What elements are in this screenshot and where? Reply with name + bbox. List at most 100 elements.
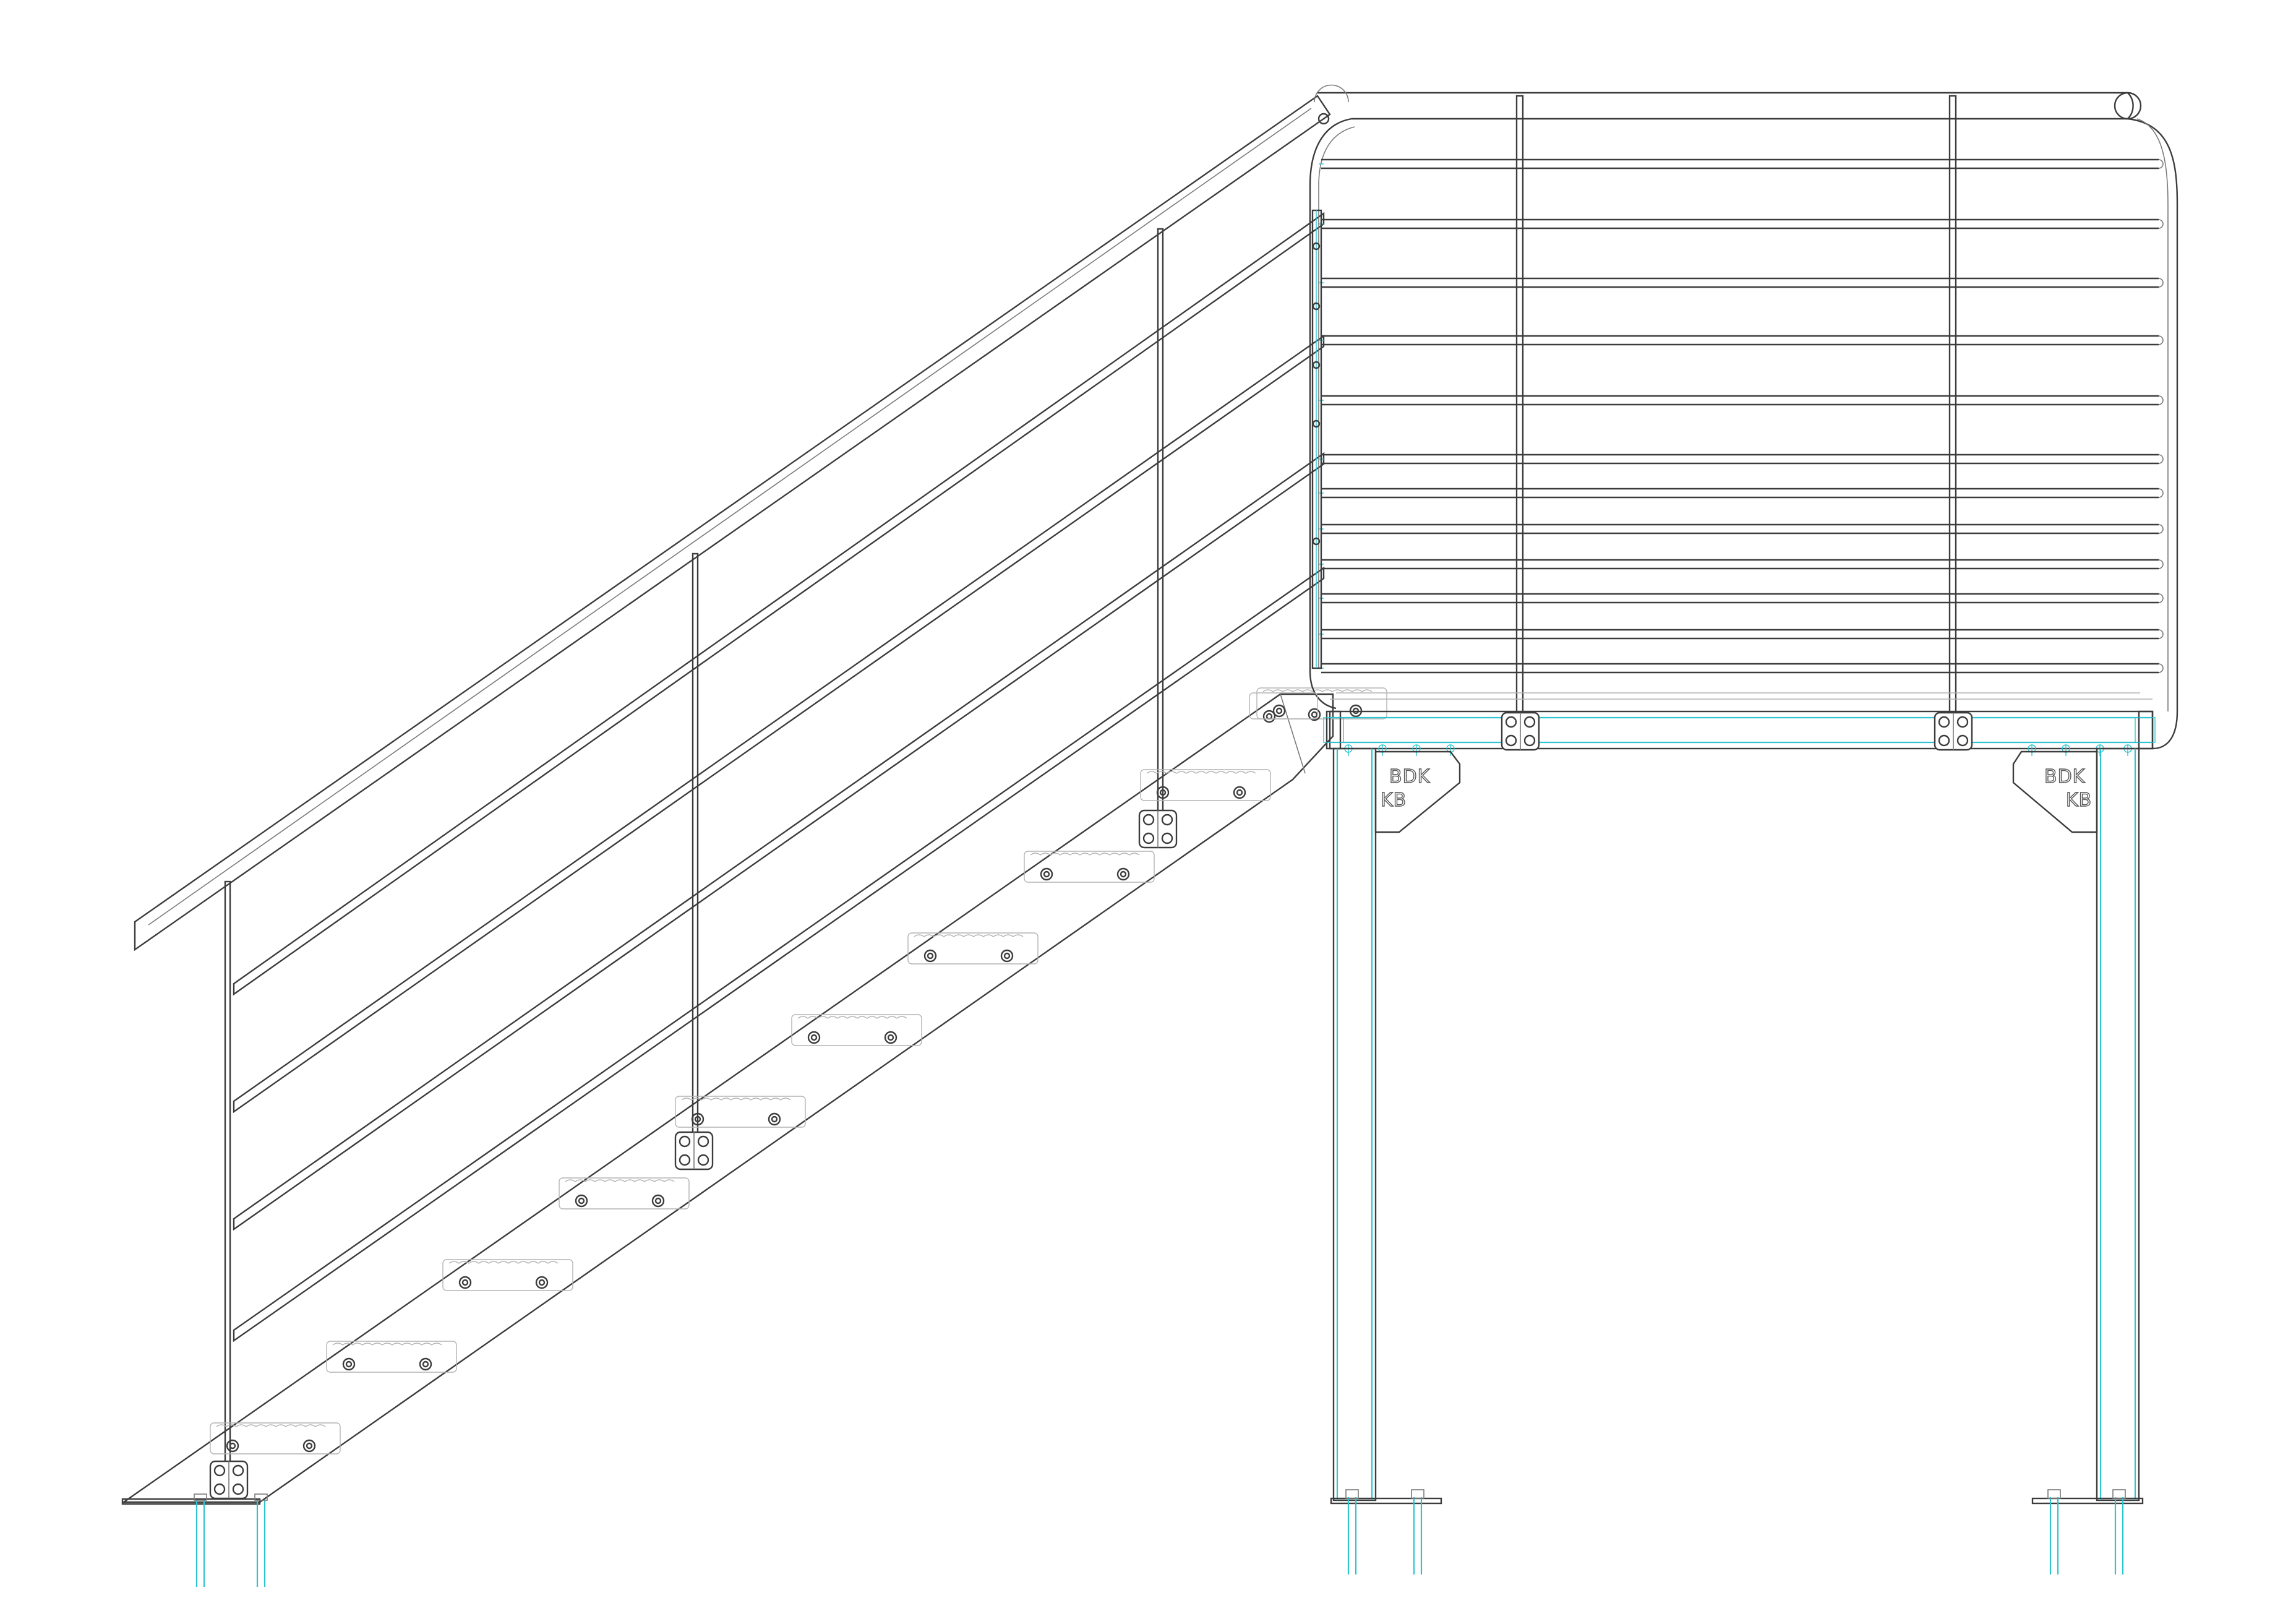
- tread-plate: [907, 932, 1039, 965]
- clamp-bolt: [1523, 716, 1536, 728]
- platform-base-plates: [1330, 1497, 2144, 1505]
- bolt-core: [345, 1360, 353, 1368]
- bar-end-cap: [2158, 488, 2164, 498]
- bolt: [1000, 949, 1014, 963]
- bolt-core: [1120, 870, 1127, 878]
- left-gusset-label-line2: KB: [1381, 789, 1407, 811]
- bolt: [419, 1357, 432, 1371]
- tread: [1140, 769, 1271, 801]
- clamp-bolt: [232, 1464, 244, 1477]
- bolt: [1156, 786, 1170, 799]
- bar-end-cap: [2158, 395, 2164, 405]
- platform-bar: [1319, 663, 2164, 674]
- bolt: [535, 1276, 549, 1289]
- stair-stringer: [121, 693, 1334, 1505]
- clamp-bolt: [1505, 716, 1517, 728]
- bolt: [1272, 704, 1286, 718]
- platform-bar: [1319, 335, 2164, 346]
- bolt-core: [1003, 952, 1011, 960]
- tread-plate: [442, 1259, 573, 1291]
- bar-end-cap: [2158, 278, 2164, 288]
- clamp-bolt: [1956, 716, 1969, 728]
- platform-bar: [1319, 158, 2164, 170]
- left-gusset: BDK KB: [1374, 750, 1461, 833]
- bolt: [807, 1031, 821, 1044]
- guard-end-bolts: [1312, 242, 1321, 546]
- bar-end-cap: [2158, 559, 2164, 569]
- clamp-bolt: [213, 1464, 226, 1477]
- bar-end-cap: [2158, 159, 2164, 169]
- bolt-core: [927, 952, 934, 960]
- bolt-core: [1043, 870, 1050, 878]
- platform-legs: [1332, 747, 2140, 1502]
- bolt: [1040, 867, 1053, 881]
- tread: [210, 1422, 341, 1454]
- bar-end-cap: [2158, 335, 2164, 345]
- right-gusset-label-line1: BDK: [2044, 766, 2086, 788]
- tread-grip: [565, 1179, 675, 1182]
- tread-grip: [448, 1261, 559, 1264]
- bolt-core: [461, 1279, 469, 1286]
- clamp-bolt: [1956, 734, 1969, 747]
- post-clamp: [1138, 809, 1178, 849]
- tread: [326, 1341, 457, 1373]
- tread-grip: [1146, 771, 1256, 774]
- bolt-core: [1236, 789, 1243, 796]
- bolt-core: [422, 1360, 429, 1368]
- bolt-core: [1159, 789, 1167, 796]
- bar-end-cap: [2158, 219, 2164, 229]
- platform-horizontal-bars: [1319, 158, 2164, 674]
- stair-posts: [224, 228, 1164, 1471]
- platform-bar: [1319, 488, 2164, 499]
- bolt-core: [306, 1442, 313, 1450]
- clamp-bolt: [1142, 832, 1155, 844]
- platform-guard-end-bar: [1311, 209, 1322, 669]
- bolt: [1116, 867, 1130, 881]
- tread: [675, 1096, 806, 1128]
- bar-end-cap: [2158, 663, 2164, 673]
- tread-plate: [1024, 851, 1155, 883]
- end-bolt: [1312, 361, 1321, 369]
- clamp-bolt: [1938, 716, 1950, 728]
- clamp-bolt: [1142, 814, 1155, 826]
- clamp-bolt: [213, 1483, 226, 1495]
- tread-plate: [675, 1096, 806, 1128]
- bolt-core: [654, 1197, 662, 1205]
- bolt: [458, 1276, 472, 1289]
- post-clamp: [209, 1460, 249, 1500]
- platform-bar: [1319, 218, 2164, 230]
- stair-post-clamps: [209, 809, 1178, 1500]
- bolt-core: [578, 1197, 585, 1205]
- tread: [1024, 851, 1155, 883]
- clamp-bolt: [1161, 832, 1173, 844]
- bolt: [342, 1357, 356, 1371]
- tread: [442, 1259, 573, 1291]
- tread-plate: [791, 1014, 922, 1046]
- platform-post-clamps: [1501, 711, 1973, 751]
- tread-grip: [1030, 853, 1140, 856]
- clamp-bolt: [1161, 814, 1173, 826]
- platform-bar: [1319, 277, 2164, 288]
- platform-bar: [1319, 395, 2164, 406]
- stair-anchor-bolts: [194, 1493, 268, 1587]
- platform-anchor-bolts: [1345, 1489, 2126, 1575]
- end-bolt: [1312, 302, 1321, 311]
- clamp-bolt: [697, 1135, 709, 1148]
- platform-bar: [1319, 559, 2164, 570]
- tread-plate: [210, 1422, 341, 1454]
- tread-grip: [332, 1343, 442, 1346]
- end-bolt: [1312, 242, 1321, 251]
- tread: [791, 1014, 922, 1046]
- bar-end-cap: [2158, 629, 2164, 639]
- right-gusset-label-line2: KB: [2066, 789, 2092, 811]
- bolt-core: [771, 1115, 778, 1123]
- post-clamp: [674, 1131, 714, 1171]
- clamp-bolt: [697, 1154, 709, 1166]
- bolt: [651, 1194, 665, 1208]
- stair-handrail: [134, 95, 1331, 952]
- post-clamp: [1934, 711, 1973, 751]
- end-bolt: [1312, 419, 1321, 428]
- platform-posts: [1515, 95, 1957, 750]
- tread-plate: [559, 1177, 690, 1209]
